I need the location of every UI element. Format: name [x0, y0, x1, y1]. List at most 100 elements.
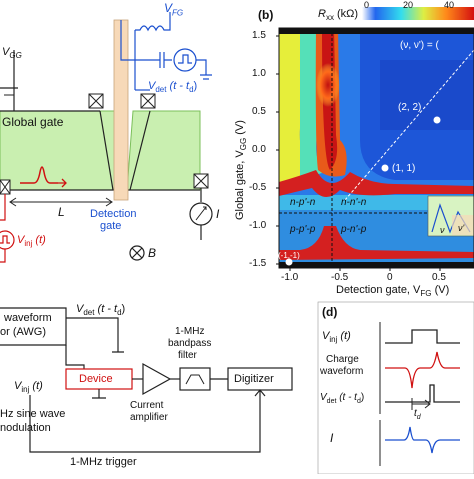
- vdet-wire: [66, 317, 124, 353]
- y-tick-0.0: 0.0: [252, 144, 266, 155]
- region-pnp: p-n'-p: [341, 224, 367, 235]
- nu-legend: (ν, ν') = (: [400, 40, 439, 51]
- trigger-line: [29, 389, 266, 453]
- panel-b: [276, 7, 474, 271]
- vfg-label: VFG: [164, 1, 184, 18]
- digitizer-label: Digitizer: [234, 373, 274, 385]
- current-d-label: I: [330, 431, 334, 445]
- y-tick-0.5: 0.5: [252, 106, 266, 117]
- panel-d: [317, 301, 474, 475]
- region-nnn: n-n'-n: [341, 197, 367, 208]
- charge-label-1: Charge: [326, 354, 359, 365]
- awg-box: [0, 307, 67, 346]
- filter-label-3: filter: [178, 350, 197, 361]
- charge-pulse: [20, 166, 58, 184]
- colorbar: [362, 7, 474, 20]
- awg-label-1: waveform: [4, 312, 52, 324]
- modulation-label-2: nodulation: [0, 422, 51, 434]
- detection-gate-label-2: gate: [100, 220, 122, 232]
- x-tick-0.5: 0.5: [432, 272, 446, 283]
- channel-edges: [99, 110, 151, 191]
- map-point-22: [433, 116, 441, 124]
- modulation-label-1: Hz sine wave: [0, 408, 66, 420]
- map-plateau-inner: [380, 60, 474, 130]
- vgg-label: VGG: [2, 46, 22, 61]
- td-arrow-head: [424, 399, 431, 409]
- y-tick-1.5: 1.5: [252, 30, 266, 41]
- map-region-cyan: [300, 28, 325, 180]
- injection-circuit: [0, 194, 15, 263]
- vinj-label: Vinj (t): [17, 234, 46, 249]
- point-11-label: (1, 1): [392, 163, 416, 174]
- map-point-m1m1: [285, 258, 293, 266]
- td-arrow: [411, 398, 430, 410]
- pulse-arrow: [58, 178, 67, 188]
- y-axis-label: Global gate, VGG (V): [234, 120, 249, 220]
- current-waveform: [385, 426, 460, 454]
- device-label: Device: [79, 373, 113, 385]
- vinj-c-label: Vinj (t): [14, 380, 43, 395]
- field-label: B: [148, 246, 157, 260]
- y-axis-ticks: [276, 35, 279, 265]
- point-m1m1-label: (-1,-1): [278, 251, 300, 260]
- x-tick-0: 0: [387, 272, 393, 283]
- global-gate-label: Global gate: [2, 115, 64, 129]
- amp-label-2: amplifier: [130, 412, 168, 423]
- bandpass-filter-icon: [185, 374, 205, 385]
- charge-waveform: [385, 351, 460, 389]
- filter-label-2: bandpass: [168, 338, 212, 349]
- trigger-label: 1-MHz trigger: [70, 456, 137, 468]
- device-ground: [92, 389, 106, 399]
- panel-d-label: (d): [322, 305, 338, 319]
- amp-label-1: Current: [130, 400, 164, 411]
- colorbar-tick-20: 20: [403, 0, 414, 10]
- inset-nup: ν': [458, 223, 465, 233]
- x-axis-label: Detection gate, VFG (V): [336, 284, 450, 299]
- filter-label-1: 1-MHz: [175, 326, 205, 337]
- bandpass-filter-box: [179, 367, 211, 391]
- y-tick-m1.5: -1.5: [249, 258, 267, 269]
- inset-nu: ν: [440, 225, 445, 235]
- map-point-11: [381, 164, 389, 172]
- detection-gate-label-1: Detection: [90, 208, 137, 220]
- length-arrow-heads: [9, 197, 113, 207]
- map-ridge: [279, 170, 474, 198]
- panel-d-frame: [317, 301, 474, 475]
- ohmic-contacts: [0, 93, 209, 195]
- map-bottom-band: [279, 262, 474, 268]
- panel-b-label: (b): [258, 8, 274, 22]
- map-lower-ridge: [279, 226, 474, 260]
- field-cross-icon: [131, 247, 143, 259]
- panel-a: [0, 12, 213, 263]
- current-label: I: [216, 207, 220, 221]
- y-tick-m1.0: -1.0: [249, 220, 267, 231]
- vdet-waveform: [385, 384, 460, 403]
- x-tick-m1.0: -1.0: [281, 272, 299, 283]
- map-frame: [278, 27, 474, 269]
- inset-gate: [452, 215, 474, 235]
- map-region-yellow: [279, 28, 320, 190]
- td-label: td: [414, 408, 421, 421]
- vinj-d-label: Vinj (t): [322, 330, 351, 345]
- map-hotspot: [316, 63, 340, 107]
- region-npn: n-p'-n: [290, 197, 316, 208]
- map-top-band: [279, 28, 474, 34]
- colorbar-tick-40: 40: [444, 0, 455, 10]
- colorbar-tick-0: 0: [364, 0, 370, 10]
- colorbar-title: Rxx (kΩ): [318, 8, 359, 23]
- x-axis-ticks: [289, 268, 441, 271]
- vfg-circuit: [120, 12, 212, 91]
- map-diagonal-dashed-line: [344, 49, 474, 201]
- length-label: L: [58, 205, 65, 219]
- vinj-waveform: [385, 329, 460, 344]
- vdet-d-label: Vdet (t - td): [320, 392, 365, 405]
- ammeter-needle-icon: [195, 206, 207, 221]
- region-ppp: p-p'-p: [290, 224, 316, 235]
- point-22-label: (2, 2): [398, 102, 422, 113]
- charge-label-2: waveform: [320, 366, 364, 377]
- y-tick-m0.5: -0.5: [249, 182, 267, 193]
- y-tick-1.0: 1.0: [252, 68, 266, 79]
- current-amplifier-icon: [142, 362, 172, 396]
